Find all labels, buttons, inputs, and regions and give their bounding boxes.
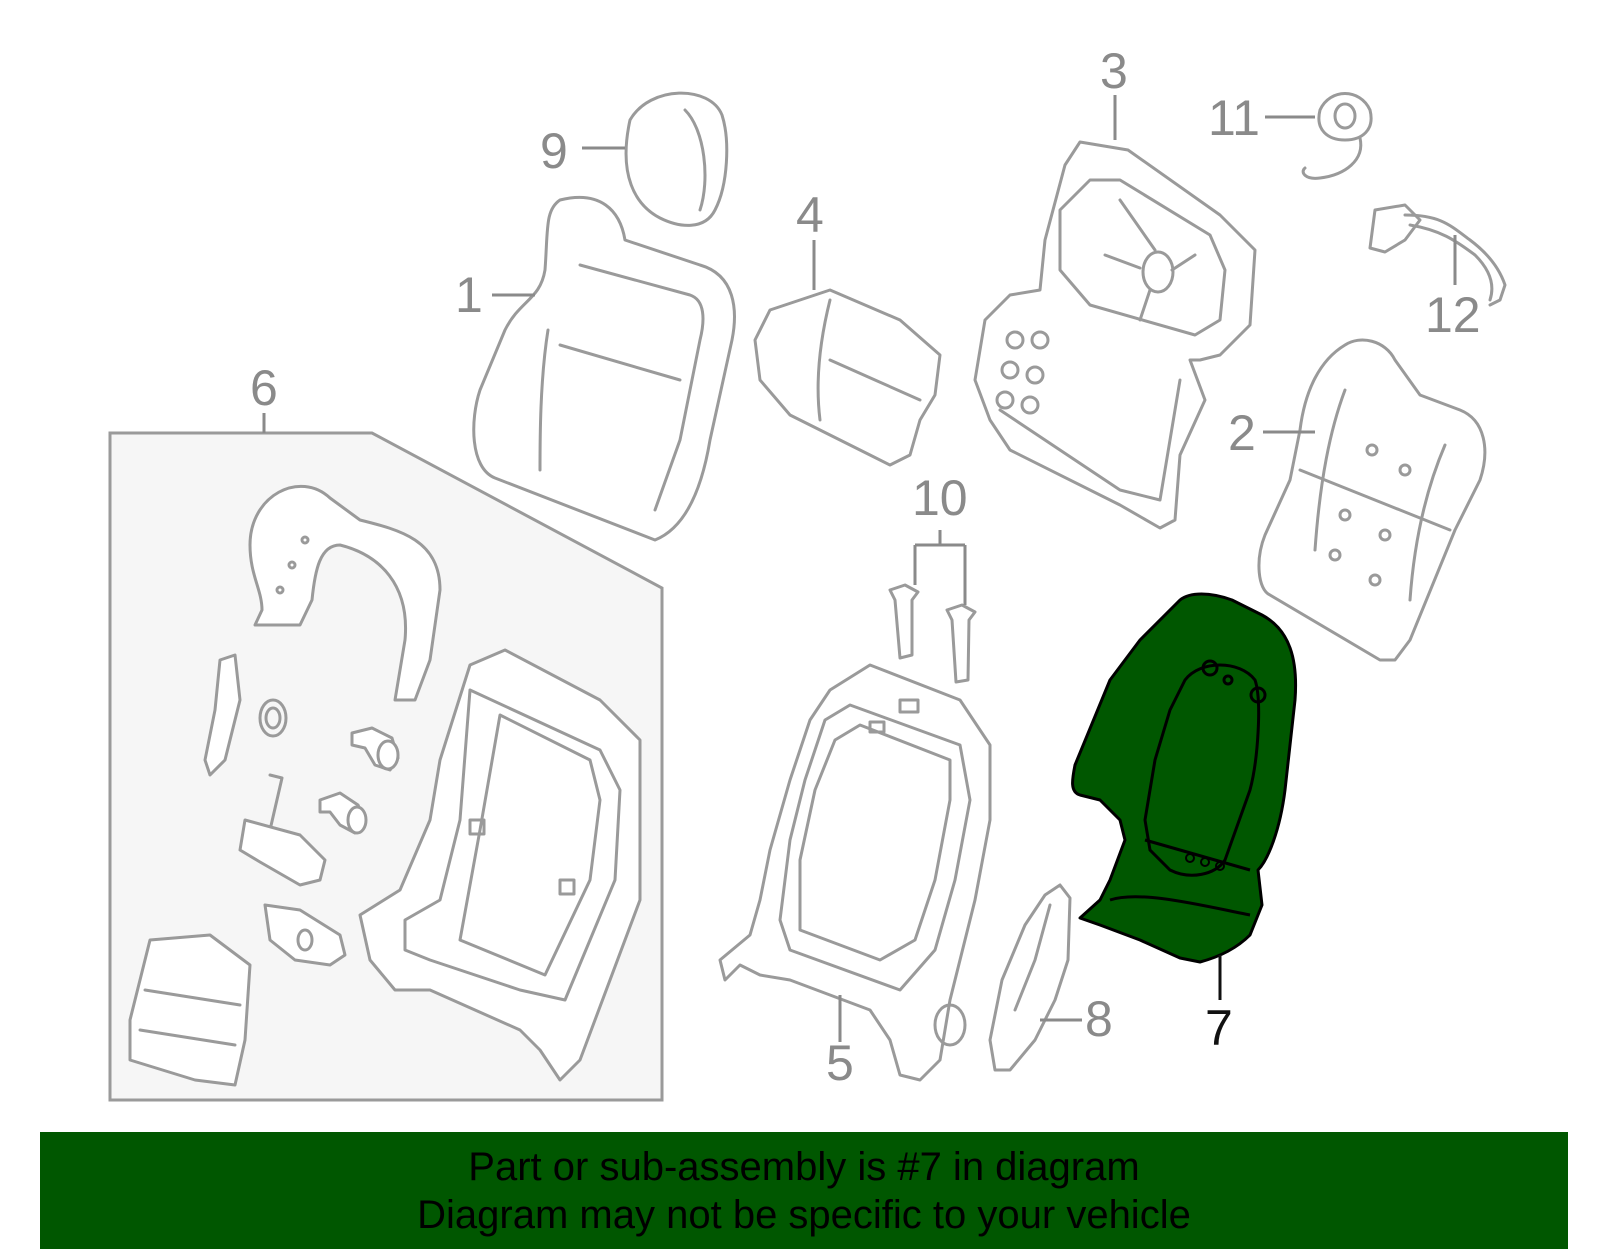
callout-7[interactable]: 7 — [1205, 1000, 1233, 1056]
part-5-back-frame[interactable] — [718, 663, 992, 1082]
part-1-seat-back-cover[interactable] — [472, 195, 736, 542]
callout-11[interactable]: 11 — [1208, 90, 1260, 146]
info-banner: Part or sub-assembly is #7 in diagram Di… — [40, 1132, 1568, 1249]
part-7-seat-back-pad[interactable] — [1071, 592, 1298, 964]
part-6-group[interactable] — [108, 431, 664, 1102]
part-3-cushion-frame[interactable] — [973, 140, 1257, 530]
callout-5[interactable]: 5 — [826, 1035, 854, 1091]
leader-lines — [262, 95, 1457, 1042]
callout-12[interactable]: 12 — [1425, 287, 1481, 343]
callouts: 1 9 4 3 11 12 2 6 10 5 8 7 — [250, 43, 1481, 1091]
callout-1[interactable]: 1 — [455, 267, 483, 323]
part-4-pad[interactable] — [753, 288, 942, 467]
part-9-headrest[interactable] — [624, 91, 729, 227]
callout-10[interactable]: 10 — [912, 470, 968, 526]
callout-6[interactable]: 6 — [250, 360, 278, 416]
callout-8[interactable]: 8 — [1085, 991, 1113, 1047]
callout-4[interactable]: 4 — [796, 187, 824, 243]
part-8-side-trim[interactable] — [988, 883, 1072, 1072]
callout-3[interactable]: 3 — [1100, 43, 1128, 99]
part-2-cushion-cover[interactable] — [1257, 338, 1487, 662]
part-10-pins[interactable] — [888, 583, 977, 684]
part-12-harness[interactable] — [1368, 203, 1507, 307]
banner-line-1: Part or sub-assembly is #7 in diagram — [468, 1144, 1140, 1189]
callout-9[interactable]: 9 — [540, 123, 568, 179]
banner-line-2: Diagram may not be specific to your vehi… — [417, 1192, 1191, 1237]
callout-2[interactable]: 2 — [1228, 405, 1256, 461]
part-11-knob[interactable] — [1301, 92, 1373, 180]
